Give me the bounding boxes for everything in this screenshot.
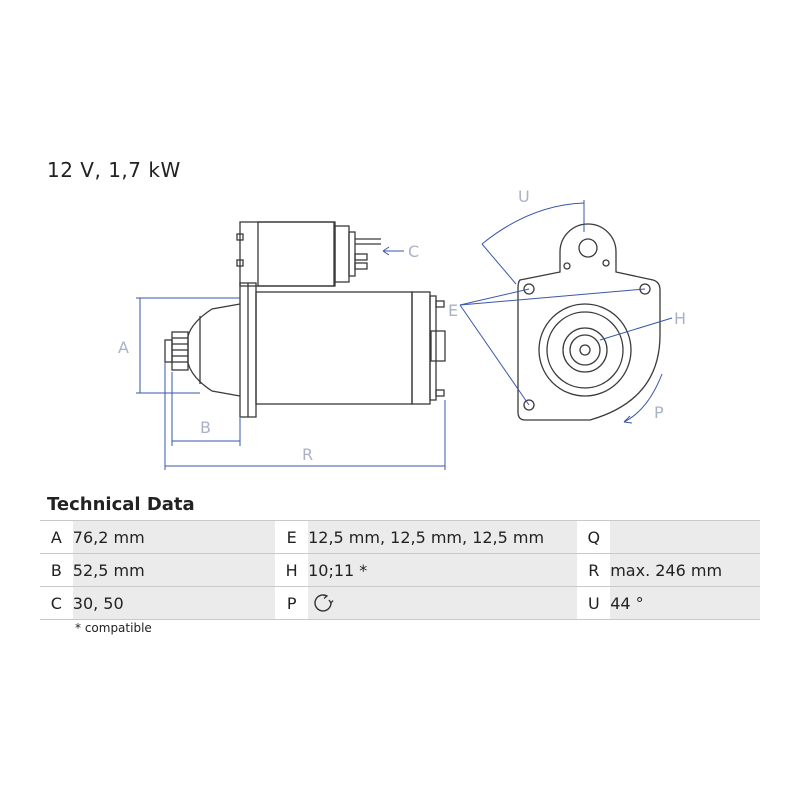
table-row: A 76,2 mm E 12,5 mm, 12,5 mm, 12,5 mm Q — [40, 520, 760, 554]
key-cell: R — [577, 553, 611, 587]
dim-label-c: C — [408, 242, 419, 261]
value-cell — [610, 520, 760, 554]
value-cell-rotation — [308, 586, 578, 620]
starter-motor-drawing: A B R C E H U P — [118, 187, 686, 470]
section-title: Technical Data — [47, 494, 195, 515]
dim-label-u: U — [518, 187, 530, 206]
dim-label-h: H — [674, 309, 686, 328]
value-cell: 52,5 mm — [72, 553, 276, 587]
headline-voltage-power: 12 V, 1,7 kW — [47, 158, 181, 182]
drive-end-housing — [187, 303, 241, 397]
value-cell: 12,5 mm, 12,5 mm, 12,5 mm — [308, 520, 578, 554]
dim-label-p: P — [654, 403, 664, 422]
end-view-pinion — [569, 334, 601, 366]
table-row: B 52,5 mm H 10;11 * R max. 246 mm — [40, 553, 760, 587]
value-cell: 10;11 * — [308, 553, 578, 587]
dim-label-e: E — [448, 301, 458, 320]
key-cell: P — [275, 586, 309, 620]
table-row: C 30, 50 P U 44 ° — [40, 586, 760, 620]
technical-data-table: A 76,2 mm E 12,5 mm, 12,5 mm, 12,5 mm Q … — [40, 520, 760, 620]
footnote: * compatible — [75, 621, 152, 635]
key-cell: U — [577, 586, 611, 620]
value-cell: 44 ° — [610, 586, 760, 620]
key-cell: H — [275, 553, 309, 587]
solenoid-body — [239, 221, 336, 287]
dim-label-b: B — [200, 418, 211, 437]
key-cell: B — [40, 553, 73, 587]
value-cell: max. 246 mm — [610, 553, 760, 587]
value-cell: 30, 50 — [72, 586, 276, 620]
value-cell: 76,2 mm — [72, 520, 276, 554]
motor-body — [255, 291, 413, 405]
key-cell: C — [40, 586, 73, 620]
key-cell: A — [40, 520, 73, 554]
end-view-housing — [517, 223, 661, 421]
solenoid-cover — [257, 221, 335, 287]
dim-label-a: A — [118, 338, 129, 357]
rotation-counterclockwise-icon — [314, 594, 334, 612]
key-cell: Q — [577, 520, 611, 554]
key-cell: E — [275, 520, 309, 554]
dim-label-r: R — [302, 445, 313, 464]
